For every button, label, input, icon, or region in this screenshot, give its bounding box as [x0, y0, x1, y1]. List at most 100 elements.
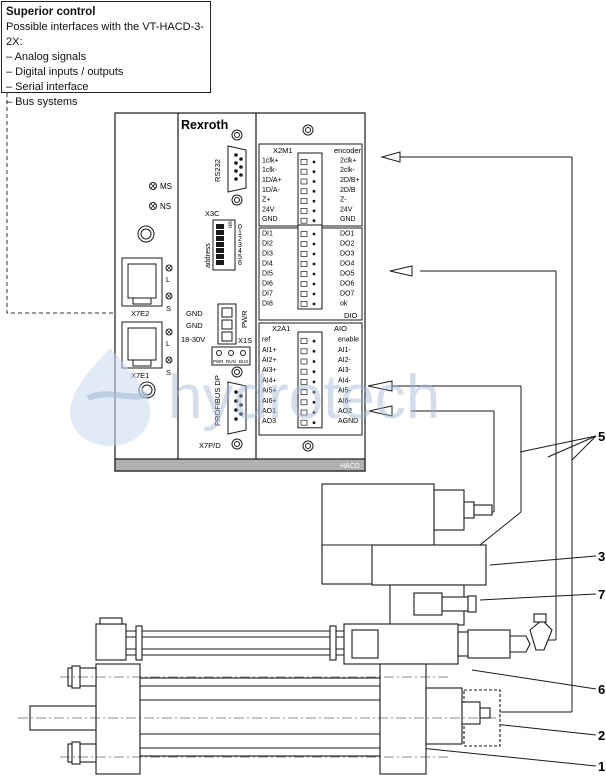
ethernet-port-x7e2 — [121, 257, 163, 307]
terminal-screw — [312, 302, 316, 306]
pin-label-x2m1-right: GND — [340, 216, 356, 223]
terminal-screw — [312, 252, 316, 256]
x3c-label: X3C — [205, 209, 220, 218]
callout-title: Superior control — [6, 6, 96, 18]
address-switch — [212, 219, 236, 271]
ethernet-port-x7e1 — [121, 321, 163, 369]
terminal-screw — [312, 272, 316, 276]
callout-dashed-link — [6, 93, 115, 314]
servo-valve — [321, 483, 493, 626]
pin-label-x2a1-right: AI2- — [338, 357, 352, 364]
status-led-pwr: PWR — [213, 359, 224, 364]
pin-label-x2a1-left: AI6+ — [262, 398, 277, 405]
pin-label-do: DO4 — [340, 261, 355, 268]
pin-label-x2a1-right: AI6- — [338, 398, 352, 405]
address-digit-5: 5 — [238, 254, 242, 261]
x2a1-header: X2A1 — [272, 324, 290, 333]
pin-labels: 1clk+1clk-1D/A+1D/A-Z+24VGND2clk+2clk-2D… — [262, 157, 360, 425]
status-leds — [211, 346, 251, 366]
terminal-clamp — [300, 261, 308, 267]
terminal-screw — [312, 180, 316, 183]
pin-label-do: DO1 — [340, 231, 355, 238]
terminal-clamp — [300, 348, 308, 355]
terminal-screw — [312, 421, 316, 425]
pin-label-x2m1-left: 1D/A- — [262, 187, 281, 194]
pin-label-x2a1-right: enable — [338, 337, 359, 344]
terminal-screw — [312, 232, 316, 236]
pin-label-x2a1-left: AO1 — [262, 408, 276, 415]
pin-label-x2m1-left: 1clk+ — [262, 157, 279, 164]
terminal-clamp — [300, 399, 308, 406]
pin-label-di: DI2 — [262, 241, 273, 248]
pin-label-x2a1-left: ref — [262, 337, 270, 344]
address-digit-4: 4 — [238, 248, 242, 255]
terminal-clamp — [300, 291, 308, 297]
terminal-screw — [312, 339, 316, 343]
led-x7e1-s — [165, 356, 173, 364]
model-strip — [114, 458, 366, 472]
pin-label-do: DO5 — [340, 271, 355, 278]
pin-label-do: ok — [340, 301, 348, 308]
pin-label-do: DO2 — [340, 241, 355, 248]
address-digit-6: 6 — [238, 260, 242, 267]
cable-arrows — [367, 151, 413, 417]
terminal-screw — [312, 380, 316, 384]
port-s-label-bottom: S — [166, 368, 171, 377]
arrow-aio-upper — [367, 380, 393, 392]
pwr-label: PWR — [240, 310, 249, 328]
terminal-clamp — [300, 368, 308, 375]
arrow-aio-lower — [368, 405, 393, 417]
terminal-strip-x2m1 — [297, 152, 323, 227]
pin-label-x2a1-right: AI1- — [338, 347, 352, 354]
terminal-clamp — [300, 301, 308, 307]
model-strip-label: HACD — [340, 463, 360, 470]
pin-label-di: DI4 — [262, 261, 273, 268]
terminal-clamp — [300, 281, 308, 287]
pin-label-x2a1-right: AGND — [338, 418, 358, 425]
pin-label-x2m1-right: Z- — [340, 197, 347, 204]
pin-label-x2m1-left: Z+ — [262, 197, 270, 204]
terminal-clamp — [300, 338, 308, 344]
terminal-clamp — [300, 208, 308, 214]
terminal-screw — [312, 160, 316, 164]
led-ms — [149, 182, 157, 190]
port-l-label-bottom: L — [166, 339, 170, 348]
terminal-strip-x2a1 — [297, 331, 323, 429]
terminal-screw — [312, 219, 316, 223]
rs232-label: RS232 — [213, 159, 222, 182]
address-digit-3: 3 — [238, 242, 242, 249]
x2m1-header: X2M1 — [273, 146, 293, 155]
terminal-clamp — [300, 409, 308, 416]
address-digit-0: 0 — [238, 224, 242, 231]
callout-item-digital: – Digital inputs / outputs — [6, 66, 124, 78]
terminal-screw — [312, 349, 316, 353]
port-x7e1-label: X7E1 — [131, 371, 149, 380]
terminal-screw — [312, 360, 316, 363]
profibus-label: PROFIBUS DP — [213, 375, 222, 426]
power-gnd-2: GND — [186, 321, 203, 330]
terminal-clamp — [300, 389, 308, 395]
arrow-encoder — [380, 151, 401, 163]
terminal-screw — [312, 189, 316, 193]
brand-logo: Rexroth — [181, 118, 228, 132]
terminal-clamp — [300, 198, 308, 204]
status-led-run: RUN — [226, 359, 236, 364]
port-s-label-top: S — [166, 304, 171, 313]
terminal-clamp — [300, 358, 308, 365]
terminal-clamp — [300, 419, 308, 426]
address-on-label: on — [228, 221, 234, 228]
status-led-bus: BUS — [239, 359, 248, 364]
knob-lower — [138, 381, 156, 399]
screw-bottom — [231, 438, 243, 450]
terminal-screw — [312, 292, 316, 296]
callout-3: 3 — [598, 549, 605, 564]
pin-label-x2a1-right: AI4- — [338, 377, 352, 384]
address-digit-2: 2 — [238, 236, 242, 243]
terminal-clamp — [300, 217, 308, 224]
callout-leaders — [419, 435, 597, 767]
pin-label-x2m1-left: 24V — [262, 206, 275, 213]
led-ms-label: MS — [160, 182, 172, 191]
dio-label: DIO — [344, 311, 358, 320]
